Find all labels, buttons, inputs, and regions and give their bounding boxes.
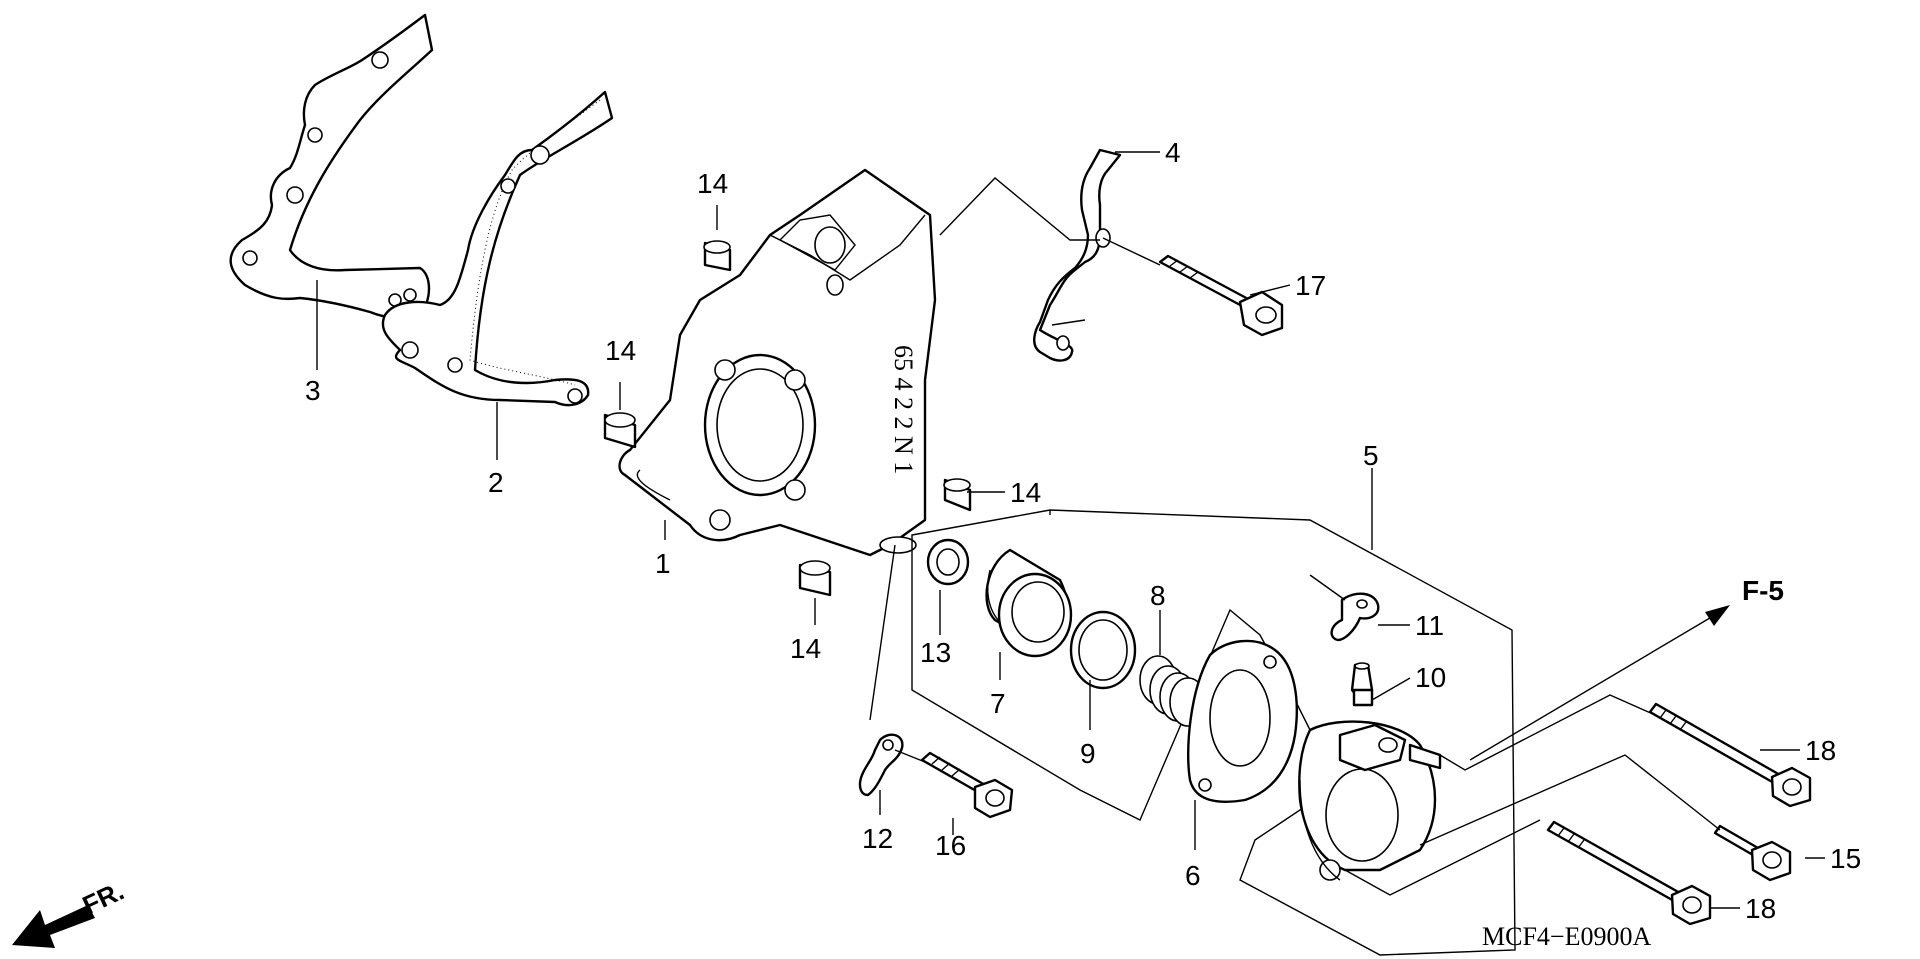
seal-13 (926, 538, 970, 586)
dowel-14-c (943, 478, 972, 512)
leader-lines (316, 151, 1825, 909)
label-14-c: 14 (1010, 477, 1041, 508)
label-14-b: 14 (605, 335, 636, 366)
label-17: 17 (1295, 270, 1326, 301)
gasket-6 (1187, 639, 1298, 803)
label-8: 8 (1150, 580, 1166, 611)
label-18-b: 18 (1745, 893, 1776, 924)
dowel-14-b (603, 412, 637, 449)
reference-label: F-5 (1742, 575, 1784, 606)
label-3: 3 (305, 375, 321, 406)
bolt-17 (1158, 254, 1284, 337)
bolt-15 (1713, 824, 1792, 882)
bolt-18-lower (1546, 820, 1712, 926)
label-11: 11 (1415, 610, 1444, 641)
label-16: 16 (935, 830, 966, 861)
label-14-a: 14 (697, 168, 728, 199)
label-15: 15 (1830, 843, 1861, 874)
seal-9 (1069, 610, 1137, 690)
cover: 65 4 2 2 N 1 (618, 168, 937, 557)
clip-11 (1330, 592, 1380, 642)
dowel-14-d (798, 560, 832, 597)
part-labels: 1 2 3 4 5 6 7 8 9 10 11 12 13 14 14 14 1… (305, 137, 1861, 924)
connector-lines (869, 177, 1721, 896)
label-1: 1 (655, 548, 671, 579)
piston-7 (985, 548, 1073, 658)
bleeder-10 (1350, 662, 1374, 707)
bolt-18-upper (1648, 702, 1812, 808)
bolt-16 (920, 751, 1014, 819)
reference-arrow (1469, 605, 1730, 761)
label-6: 6 (1185, 860, 1201, 891)
label-7: 7 (990, 688, 1006, 719)
label-13: 13 (920, 637, 951, 668)
spring-8 (1139, 655, 1207, 727)
label-14-d: 14 (790, 633, 821, 664)
label-18-a: 18 (1805, 735, 1836, 766)
clamp-12 (858, 733, 904, 797)
gasket-inner (381, 90, 614, 407)
label-5: 5 (1363, 440, 1379, 471)
label-9: 9 (1080, 738, 1096, 769)
label-10: 10 (1415, 662, 1446, 693)
dowel-14-a (703, 240, 732, 272)
label-12: 12 (862, 823, 893, 854)
bracket (1033, 148, 1122, 362)
drawing-code: MCF4−E0900A (1482, 922, 1651, 951)
front-arrow-icon: FR. (12, 876, 129, 948)
slave-cylinder (1298, 720, 1442, 881)
svg-text:65 4 2 2 N 1: 65 4 2 2 N 1 (889, 345, 918, 474)
gasket-outer (229, 13, 434, 320)
label-2: 2 (488, 467, 504, 498)
label-4: 4 (1165, 137, 1181, 168)
dowels (603, 240, 972, 597)
